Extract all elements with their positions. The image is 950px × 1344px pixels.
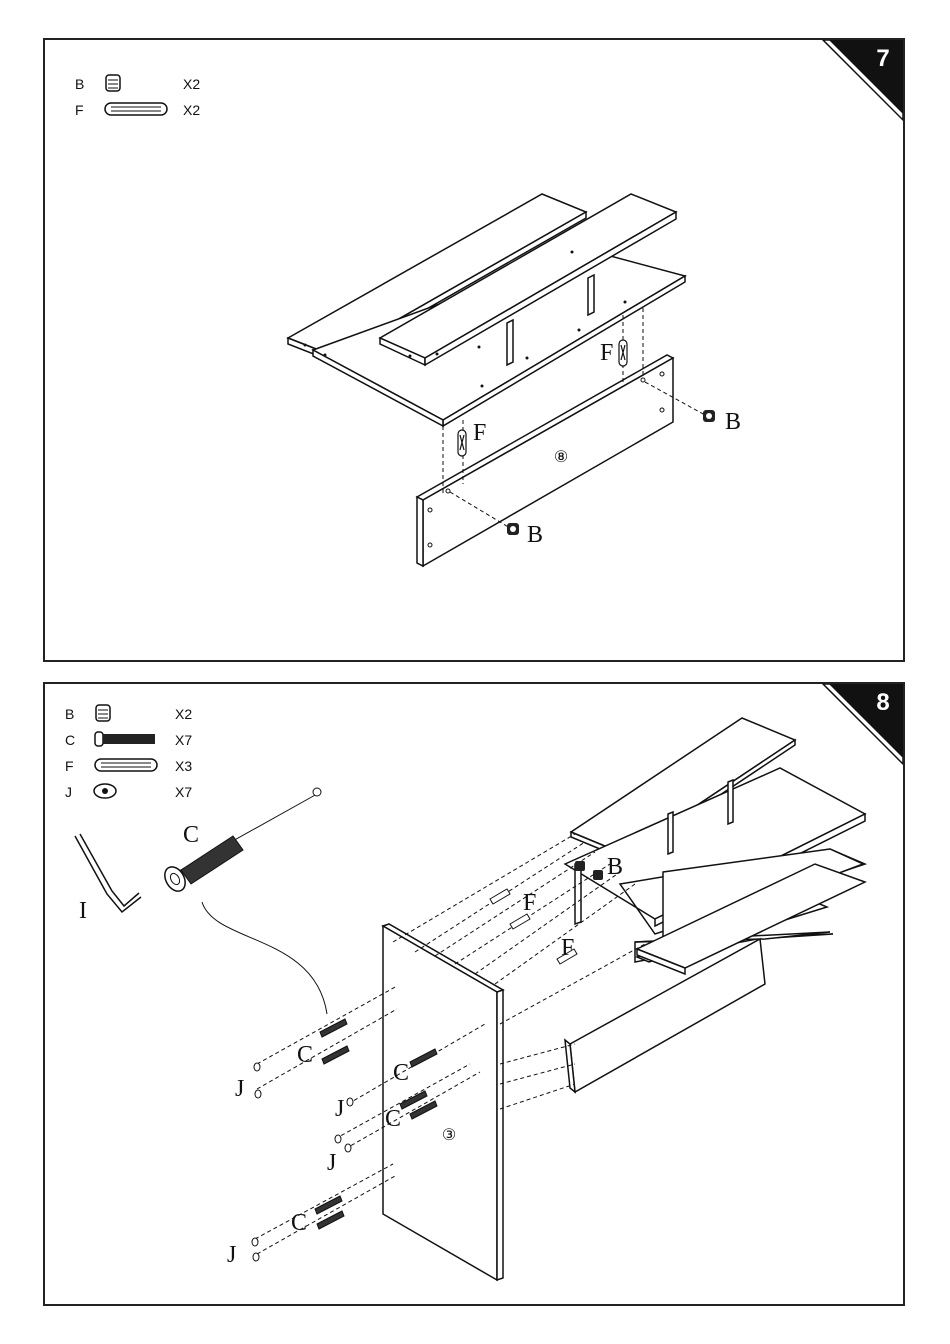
- cover-cap-icon: [91, 780, 121, 805]
- part-qty: X2: [183, 102, 200, 118]
- wood-dowel-icon: [91, 754, 161, 779]
- label-f-2: F: [561, 935, 574, 961]
- part-qty: X3: [175, 758, 192, 774]
- label-c-2: C: [393, 1060, 409, 1086]
- step-8-panel: 8 I C ③: [43, 682, 905, 1306]
- part-qty: X2: [175, 706, 192, 722]
- part-letter: F: [65, 758, 74, 774]
- cam-lock-b-1: [507, 523, 519, 535]
- step-8-number: 8: [876, 689, 889, 716]
- part-letter: B: [75, 76, 84, 92]
- step-7-badge: 7: [823, 40, 903, 120]
- dowel-f-2: [619, 340, 627, 366]
- step-7-number: 7: [876, 45, 889, 72]
- dowel-f-1: [458, 430, 466, 456]
- cam-bolt-icon: [91, 728, 161, 753]
- label-c-4: C: [291, 1210, 307, 1236]
- label-f-1: F: [523, 890, 536, 916]
- label-j-1: J: [235, 1076, 244, 1102]
- step-8-drawing: 8 I C ③: [45, 684, 903, 1304]
- part-qty: X7: [175, 784, 192, 800]
- label-j-2: J: [335, 1096, 344, 1122]
- cam-lock-icon: [91, 702, 121, 727]
- part-letter: C: [65, 732, 75, 748]
- part-letter: J: [65, 784, 72, 800]
- part-qty: X7: [175, 732, 192, 748]
- panel-number-3: ③: [442, 1127, 456, 1144]
- label-c-1: C: [297, 1042, 313, 1068]
- step-7-drawing: 7: [45, 40, 903, 660]
- cam-lock-b-2: [703, 410, 715, 422]
- panel-number-8: ⑧: [554, 449, 568, 466]
- label-i: I: [79, 898, 87, 924]
- side-panel-3: [383, 924, 503, 1280]
- label-f-2: F: [600, 340, 613, 366]
- step-8-badge: 8: [823, 684, 903, 764]
- label-f-1: F: [473, 420, 486, 446]
- label-c-3: C: [385, 1106, 401, 1132]
- label-c-zoom: C: [183, 822, 199, 848]
- label-j-3: J: [327, 1150, 336, 1176]
- part-letter: F: [75, 102, 84, 118]
- label-j-4: J: [227, 1242, 236, 1268]
- zoom-callout-line: [202, 902, 327, 1014]
- step-7-panel: 7: [43, 38, 905, 662]
- label-b-1: B: [527, 522, 543, 548]
- part-letter: B: [65, 706, 74, 722]
- cam-lock-icon: [101, 72, 131, 97]
- label-b: B: [607, 854, 623, 880]
- part-qty: X2: [183, 76, 200, 92]
- wood-dowel-icon: [101, 98, 171, 123]
- label-b-2: B: [725, 409, 741, 435]
